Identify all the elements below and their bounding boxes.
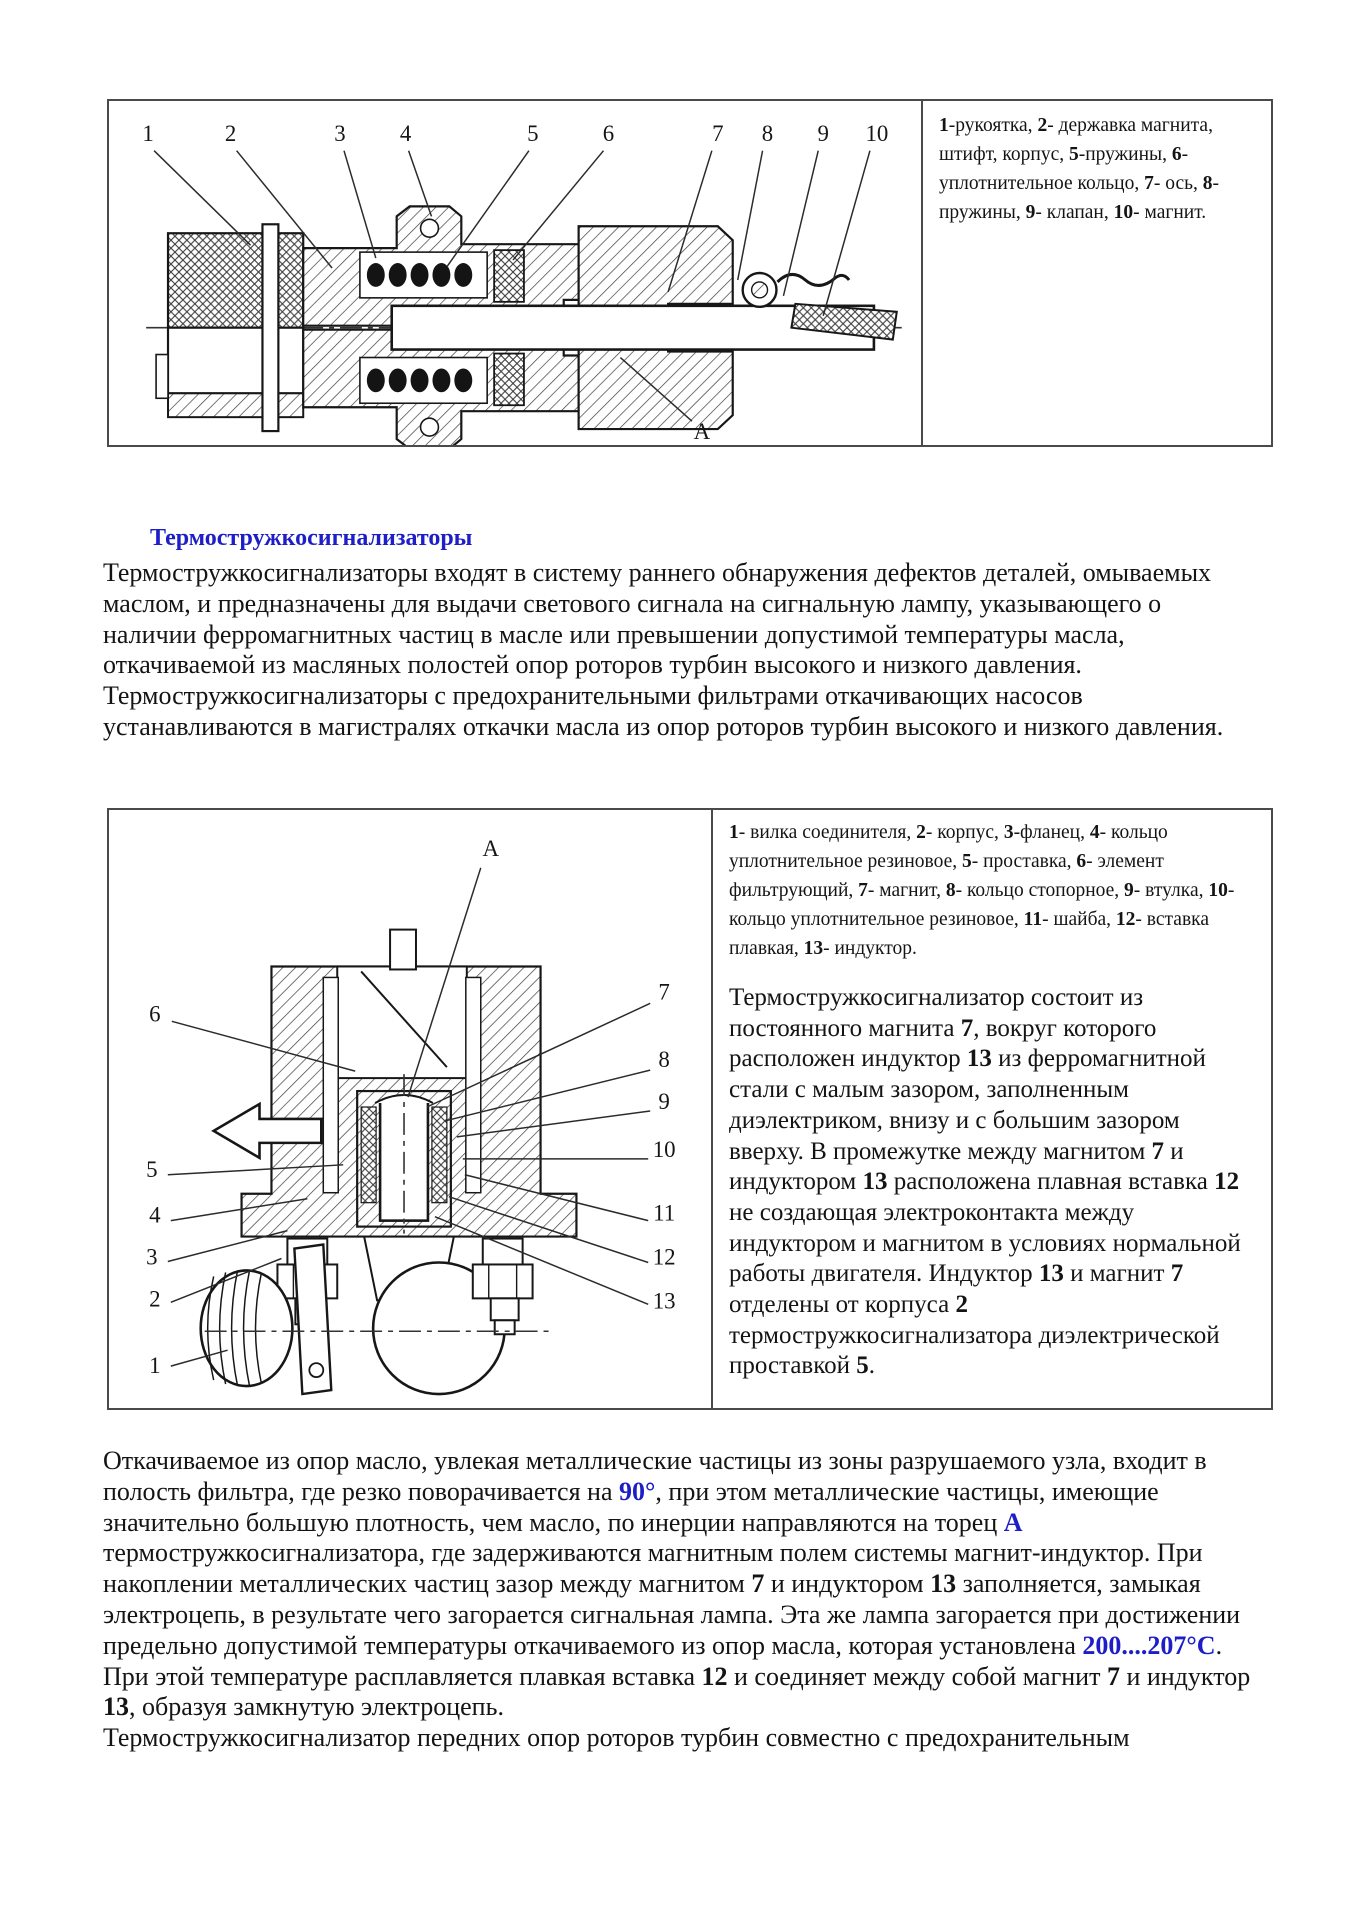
spring-bottom: [366, 368, 473, 393]
callout-label-4: 4: [149, 1203, 161, 1228]
figure2-caption: 1- вилка соединителя, 2- корпус, 3-флане…: [729, 822, 1235, 959]
callout-label-3: 3: [334, 121, 345, 146]
upper-bolt-hole: [419, 218, 440, 239]
callout-leader-9: [782, 150, 819, 297]
callout-leader-7: [667, 150, 713, 293]
callout-label-А: А: [694, 419, 711, 444]
callout-leader-6: [512, 150, 605, 261]
body-paragraph-2: При этой температуре расплавляется плавк…: [103, 1661, 1251, 1722]
spring-clip: [776, 273, 851, 287]
section-heading: Термостружкосигнализаторы: [150, 525, 473, 551]
intro-text: Термостружкосигнализаторы входят в систе…: [103, 558, 1255, 743]
handle-step: [155, 353, 169, 400]
flow-arrow: [211, 1101, 323, 1161]
callout-label-5: 5: [527, 121, 538, 146]
seal-ring-top: [493, 249, 525, 303]
callout-leader-11: [464, 1174, 649, 1222]
callout-leader-5: [167, 1164, 344, 1176]
callout-label-А: А: [482, 836, 499, 861]
callout-label-1: 1: [149, 1353, 160, 1378]
callout-leader-4: [407, 150, 433, 217]
callout-label-6: 6: [603, 121, 614, 146]
figure1-caption: 1-рукоятка, 2- державка магнита, штифт, …: [939, 115, 1219, 223]
bolt-right: [471, 1237, 534, 1336]
screw-slot: [750, 281, 769, 299]
callout-label-2: 2: [149, 1286, 160, 1311]
bottom-text: Откачиваемое из опор масло, увлекая мета…: [103, 1446, 1255, 1754]
callout-label-3: 3: [146, 1244, 157, 1269]
handle-base-hatched: [167, 392, 305, 419]
callout-label-7: 7: [712, 121, 723, 146]
callout-label-7: 7: [658, 979, 669, 1004]
figure2-box: 6 5 4 3 2 1 7 8 9 10 11 12 13 А 1- вилка соединителя,…: [107, 808, 1273, 1410]
pin-plate: [261, 223, 280, 433]
callout-label-2: 2: [225, 121, 236, 146]
callout-label-1: 1: [142, 121, 153, 146]
callout-leader-2: [236, 150, 333, 269]
figure2-description: Термостружкосигнализатор состоит из пост…: [729, 984, 1241, 1380]
callout-label-6: 6: [149, 1001, 160, 1026]
oil-channel: [360, 970, 448, 1068]
callout-label-5: 5: [146, 1157, 157, 1182]
callout-leader-7: [426, 1002, 651, 1108]
callout-label-9: 9: [817, 121, 828, 146]
callout-label-8: 8: [658, 1047, 669, 1072]
callout-label-13: 13: [653, 1288, 676, 1313]
callout-label-12: 12: [653, 1244, 676, 1269]
callout-leader-А: [407, 867, 482, 1098]
top-stub: [389, 928, 417, 971]
seal-ring-bottom: [493, 352, 525, 407]
handle-lower: [166, 326, 305, 395]
callout-leader-2: [170, 1257, 282, 1304]
spring-top: [366, 263, 473, 287]
sleeve-left: [322, 976, 339, 1194]
seal-strip-right: [431, 1106, 448, 1204]
lower-bolt-hole: [419, 417, 440, 437]
seal-strip-left: [360, 1106, 377, 1204]
callout-leader-8: [444, 1069, 651, 1122]
magnet-wedge: [790, 302, 898, 341]
callout-label-10: 10: [653, 1137, 676, 1162]
callout-leader-9: [456, 1110, 651, 1138]
upper-cavity: [336, 965, 468, 1080]
figure2-svg: 6 5 4 3 2 1 7 8 9 10 11 12 13 А: [146, 836, 676, 1396]
callout-leader-3: [167, 1229, 288, 1263]
callout-leader-12: [448, 1195, 649, 1264]
callout-leader-1: [153, 150, 252, 246]
callout-label-10: 10: [865, 121, 888, 146]
figure2-text-column: 1- вилка соединителя, 2- корпус, 3-флане…: [713, 810, 1271, 1408]
callout-leader-6: [171, 1020, 356, 1072]
body-paragraph-1: Откачиваемое из опор масло, увлекая мета…: [103, 1446, 1241, 1660]
callout-leader-1: [170, 1349, 228, 1367]
callout-leader-5: [446, 150, 530, 267]
callout-leader-3: [343, 150, 377, 259]
figure2-drawing: 6 5 4 3 2 1 7 8 9 10 11 12 13 А: [109, 810, 713, 1408]
callout-label-9: 9: [658, 1089, 669, 1114]
connector-plug: [199, 1243, 333, 1396]
callout-leader-А: [619, 356, 693, 422]
callout-label-8: 8: [762, 121, 773, 146]
callout-label-11: 11: [653, 1201, 675, 1226]
callout-leader-8: [736, 150, 764, 281]
intro-paragraph-1: Термостружкосигнализаторы входят в систе…: [103, 558, 1212, 680]
callout-leader-4: [170, 1197, 308, 1222]
callout-label-4: 4: [400, 121, 412, 146]
callout-leader-10: [822, 150, 871, 316]
intro-paragraph-2: Термостружкосигнализаторы с предохраните…: [103, 681, 1224, 741]
body-paragraph-3: Термостружкосигнализатор передних опор р…: [103, 1723, 1130, 1753]
callout-leader-13: [434, 1215, 649, 1306]
handle-knurled: [166, 232, 305, 329]
figure1-svg: 1 2 3 4 5 6 7 8 9 10А: [142, 121, 902, 445]
